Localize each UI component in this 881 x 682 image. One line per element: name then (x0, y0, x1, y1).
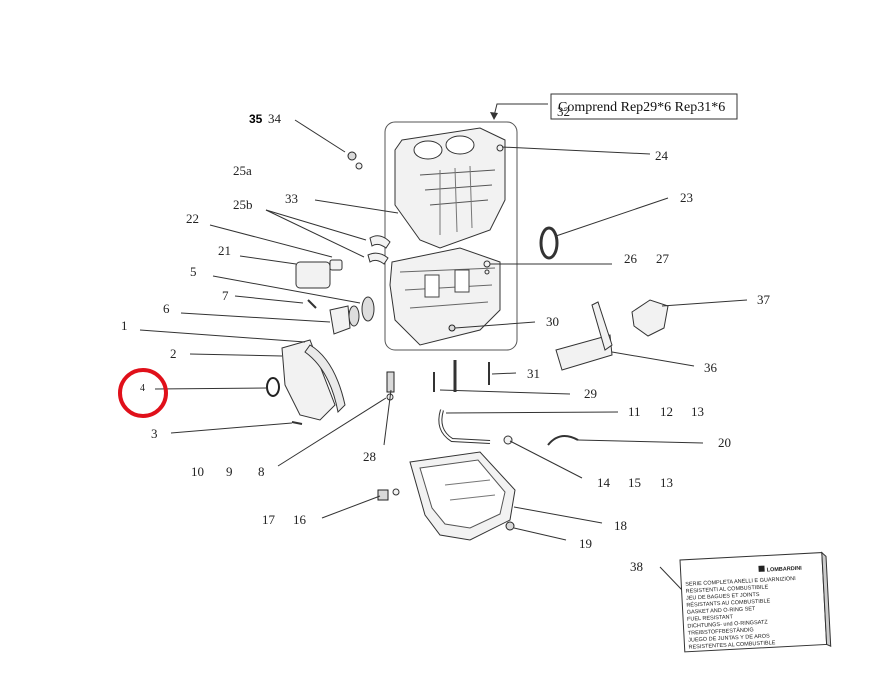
callout-7: 7 (222, 288, 229, 303)
bracket-part (555, 301, 613, 371)
callout-34: 34 (268, 111, 282, 126)
callout-15: 15 (628, 475, 641, 490)
callout-25a: 25a (233, 163, 252, 178)
kit-label-brand: LOMBARDINI (767, 566, 803, 574)
kit-label-line: JUEGO DE JUNTAS Y DE AROS (688, 633, 770, 643)
callout-35: 35 (249, 112, 263, 126)
kit-label-line: FUEL RESISTANT (687, 614, 734, 622)
callout-14: 14 (597, 475, 611, 490)
callout-4: 4 (140, 383, 145, 394)
callout-22: 22 (186, 211, 199, 226)
callout-29: 29 (584, 386, 597, 401)
callout-23: 23 (680, 190, 693, 205)
callout-9: 9 (226, 464, 233, 479)
callout-19: 19 (579, 536, 592, 551)
gasket-kit-label: LOMBARDINI SERIE COMPLETA ANELLI E GUARN… (679, 551, 832, 653)
callout-10: 10 (191, 464, 204, 479)
callout-13-top: 13 (691, 404, 704, 419)
filter-part (631, 299, 669, 337)
callout-16: 16 (293, 512, 307, 527)
note-box: Comprend Rep29*6 Rep31*6 (516, 93, 738, 120)
callout-3: 3 (151, 426, 158, 441)
callout-5: 5 (190, 264, 197, 279)
callout-labels: 32 34 35 24 25a 33 23 25b 22 21 26 27 5 … (121, 104, 771, 574)
note-box-text: Comprend Rep29*6 Rep31*6 (558, 100, 725, 115)
callout-21: 21 (218, 243, 231, 258)
callout-17: 17 (262, 512, 276, 527)
callout-12: 12 (660, 404, 673, 419)
leader-lines (139, 119, 748, 591)
oil-sump (409, 451, 516, 541)
callout-20: 20 (718, 435, 731, 450)
kit-label-line: RÉSISTANTS AU COMBUSTIBLE (686, 597, 771, 608)
callout-27: 27 (656, 251, 670, 266)
callout-28: 28 (363, 449, 376, 464)
kit-label-line: TREIBSTOFFBESTÄNDIG (688, 626, 754, 636)
callout-30: 30 (546, 314, 559, 329)
callout-31: 31 (527, 366, 540, 381)
callout-36: 36 (704, 360, 718, 375)
callout-1: 1 (121, 318, 128, 333)
kit-label-line: DICHTUNGS- und O-RINGSATZ (687, 619, 768, 629)
callout-24: 24 (655, 148, 669, 163)
kit-label-line: RESISTENTES AL COMBUSTIBLE (688, 640, 775, 651)
engine-block (394, 127, 506, 249)
callout-33: 33 (285, 191, 298, 206)
crankcase-lower (389, 247, 501, 346)
block-group-outline (384, 121, 518, 351)
callout-32: 32 (557, 104, 570, 119)
callout-6: 6 (163, 301, 170, 316)
kit-label-line: JEU DE BAGUES ET JOINTS (686, 592, 760, 602)
kit-label-line: GASKET AND O-RING SET (687, 606, 757, 616)
kit-label-line: RESISTENTI AL COMBUSTIBILE (686, 584, 769, 594)
highlight-circle (118, 368, 168, 418)
kit-label-line: SERIE COMPLETA ANELLI E GUARNIZIONI (685, 576, 796, 588)
callout-18: 18 (614, 518, 627, 533)
callout-2: 2 (170, 346, 177, 361)
callout-37: 37 (757, 292, 771, 307)
callout-38: 38 (630, 559, 643, 574)
callout-13-bottom: 13 (660, 475, 673, 490)
callout-8: 8 (258, 464, 265, 479)
small-parts (266, 144, 579, 531)
callout-11: 11 (628, 404, 641, 419)
callout-26: 26 (624, 251, 638, 266)
callout-25b: 25b (233, 197, 253, 212)
